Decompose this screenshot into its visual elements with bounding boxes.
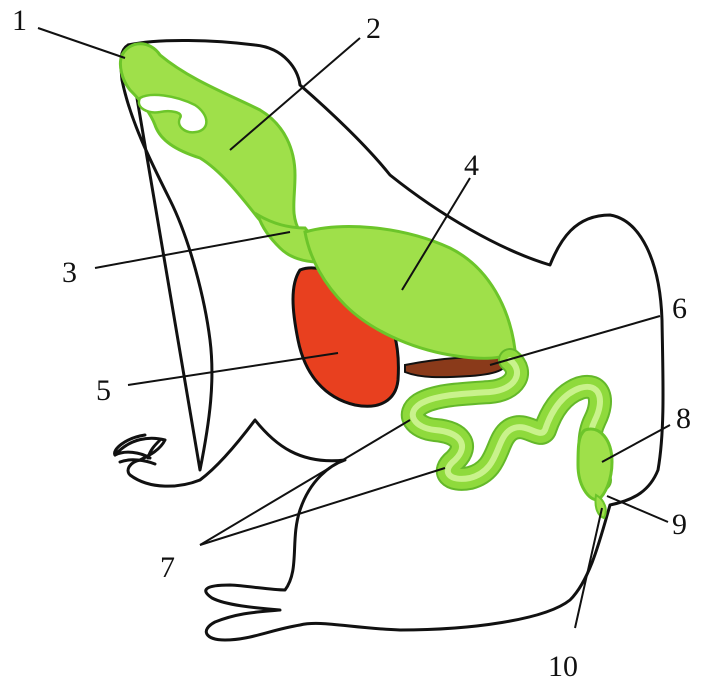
leader-9 [607,496,668,522]
label-2: 2 [366,12,381,45]
rectum [578,429,612,500]
leader-2 [230,38,360,150]
leader-7a [200,420,410,545]
oral-cavity [120,44,300,235]
label-8: 8 [676,402,691,435]
label-5: 5 [96,374,111,407]
label-3: 3 [62,256,77,289]
gall-bladder [405,357,506,377]
label-1: 1 [12,4,27,37]
label-6: 6 [672,292,687,325]
leader-6 [490,316,660,365]
label-7: 7 [160,551,175,584]
label-9: 9 [672,508,687,541]
leader-10 [575,508,602,628]
label-10: 10 [548,650,578,683]
leader-1 [38,28,125,58]
label-4: 4 [464,149,479,182]
leader-7b [200,468,445,545]
